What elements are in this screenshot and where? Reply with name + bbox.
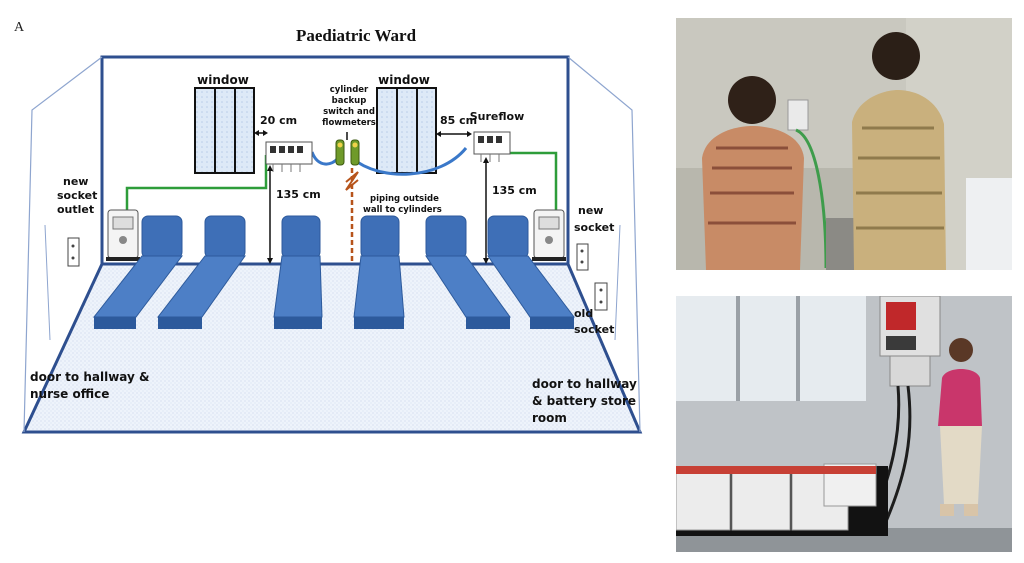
- cylinder-backup-switch: [335, 132, 360, 166]
- beds: [92, 215, 576, 329]
- dimension-135cm-right: [483, 157, 489, 264]
- concentrator-left: [106, 209, 140, 261]
- svg-text:nurse office: nurse office: [30, 387, 109, 401]
- new-socket-label: new socket: [574, 204, 614, 234]
- svg-text:room: room: [532, 411, 567, 425]
- bed-4: [353, 215, 405, 329]
- flowmeter-panel-left: [265, 141, 313, 172]
- dimension-20cm: [254, 130, 268, 136]
- svg-text:old: old: [574, 307, 593, 320]
- left-side-wall: [23, 56, 103, 433]
- window-left-label: window: [197, 73, 249, 87]
- door-right-label: door to hallway & battery store room: [532, 377, 637, 425]
- svg-text:wall to cylinders: wall to cylinders: [363, 205, 442, 215]
- flowmeter-panel-right: [473, 131, 511, 162]
- old-socket-right: [594, 282, 608, 311]
- bed-1: [92, 215, 184, 329]
- svg-text:switch and: switch and: [323, 107, 375, 117]
- dim-20-label: 20 cm: [260, 114, 297, 127]
- dimension-135cm-left: [267, 165, 273, 264]
- right-side-wall: [567, 56, 641, 433]
- dim-135-left-label: 135 cm: [276, 188, 321, 201]
- battery-bank: [676, 463, 888, 536]
- door-left-label: door to hallway & nurse office: [30, 370, 149, 401]
- cylinder-label: cylinder backup switch and flowmeters: [322, 85, 376, 128]
- wall-flowmeter: [787, 99, 809, 131]
- ward-diagram: Paediatric Ward window window: [21, 26, 643, 434]
- svg-text:cylinder: cylinder: [330, 85, 369, 95]
- svg-text:socket: socket: [574, 323, 614, 336]
- svg-text:door to hallway: door to hallway: [532, 377, 637, 391]
- dim-135-right-label: 135 cm: [492, 184, 537, 197]
- svg-text:new: new: [63, 175, 88, 188]
- svg-text:flowmeters: flowmeters: [322, 118, 376, 128]
- dim-85-label: 85 cm: [440, 114, 477, 127]
- svg-text:socket: socket: [57, 189, 97, 202]
- window-left: [194, 87, 255, 174]
- window-right-label: window: [378, 73, 430, 87]
- green-wire-right: [508, 151, 558, 212]
- svg-text:socket: socket: [574, 221, 614, 234]
- green-wire-left: [125, 155, 268, 210]
- piping-label: piping outside wall to cylinders: [363, 194, 442, 215]
- blue-pipe-right: [351, 147, 468, 176]
- bed-2: [156, 215, 246, 329]
- panel-label-a: A: [14, 20, 25, 35]
- svg-text:door to hallway &: door to hallway &: [30, 370, 149, 384]
- new-socket-left: [67, 237, 80, 267]
- new-socket-outlet-label: new socket outlet: [57, 175, 97, 216]
- bed-6: [487, 215, 576, 329]
- svg-text:outlet: outlet: [57, 203, 94, 216]
- sureflow-label: Sureflow: [470, 110, 525, 123]
- svg-text:new: new: [578, 204, 603, 217]
- svg-text:& battery store: & battery store: [532, 394, 636, 408]
- dimension-85cm: [436, 131, 472, 137]
- new-socket-right: [576, 243, 589, 271]
- window-right: [376, 87, 437, 174]
- bed-3: [273, 215, 323, 329]
- bed-5: [425, 215, 511, 329]
- old-socket-label: old socket: [574, 307, 614, 336]
- svg-text:backup: backup: [332, 96, 367, 106]
- svg-text:piping outside: piping outside: [370, 194, 439, 204]
- photo-b-staff: [676, 18, 1012, 270]
- diagram-title: Paediatric Ward: [296, 26, 417, 45]
- photo-c-batteries: [676, 296, 1012, 552]
- concentrator-right: [532, 209, 566, 261]
